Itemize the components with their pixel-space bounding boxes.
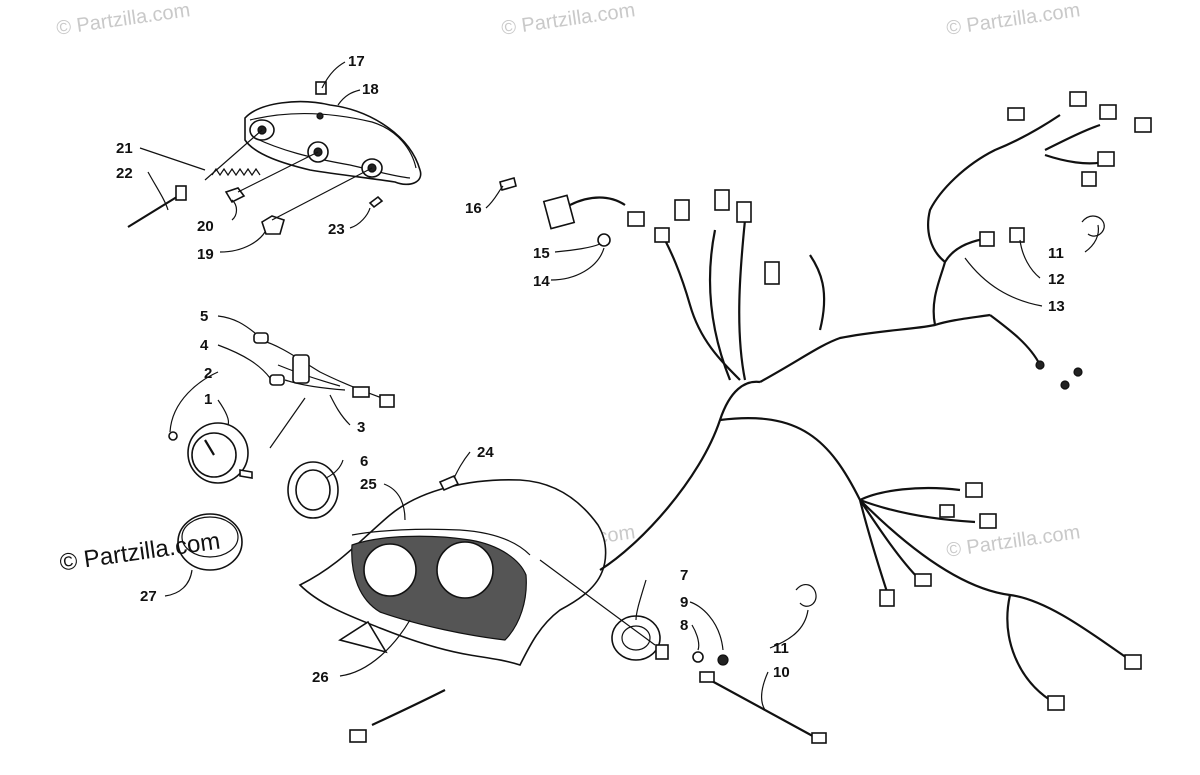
callout-22: 22 xyxy=(116,165,133,182)
callout-4: 4 xyxy=(200,337,209,354)
callout-18: 18 xyxy=(362,81,379,98)
callout-9: 9 xyxy=(680,594,688,611)
callout-6: 6 xyxy=(360,453,368,470)
callout-labels: 17 18 21 22 20 19 23 16 15 14 11 12 13 5… xyxy=(116,53,1065,686)
dash-panel xyxy=(298,474,607,743)
leader-lines xyxy=(139,61,1100,711)
callout-2: 2 xyxy=(204,365,212,382)
callout-19: 19 xyxy=(197,246,214,263)
callout-24: 24 xyxy=(477,444,494,461)
callout-27: 27 xyxy=(140,588,157,605)
callout-8: 8 xyxy=(680,617,688,634)
callout-20: 20 xyxy=(197,218,214,235)
callout-15: 15 xyxy=(533,245,550,262)
callout-16: 16 xyxy=(465,200,482,217)
callout-3: 3 xyxy=(357,419,365,436)
callout-11a: 11 xyxy=(1048,245,1064,262)
callout-7: 7 xyxy=(680,567,688,584)
callout-14: 14 xyxy=(533,273,550,290)
callout-5: 5 xyxy=(200,308,208,325)
callout-17: 17 xyxy=(348,53,365,70)
callout-23: 23 xyxy=(328,221,345,238)
headlight-assembly xyxy=(127,81,422,235)
callout-10: 10 xyxy=(773,664,790,681)
relay-bracket xyxy=(499,177,626,247)
callout-11b: 11 xyxy=(773,640,789,657)
speedometer-group xyxy=(168,332,395,571)
callout-12: 12 xyxy=(1048,271,1065,288)
callout-26: 26 xyxy=(312,669,329,686)
wire-harness xyxy=(599,91,1152,711)
callout-13: 13 xyxy=(1048,298,1065,315)
callout-1: 1 xyxy=(204,391,212,408)
callout-25: 25 xyxy=(360,476,377,493)
callout-21: 21 xyxy=(116,140,133,157)
